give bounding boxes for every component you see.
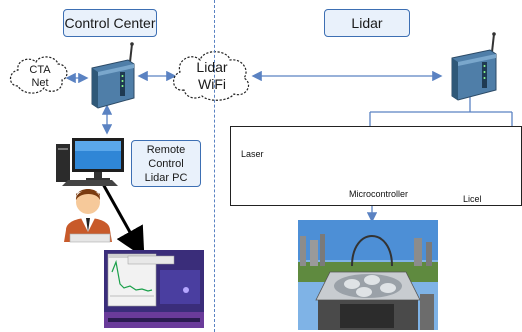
wireless-router-icon xyxy=(451,32,497,101)
section-divider xyxy=(214,0,215,332)
desktop-computer-icon xyxy=(56,138,124,186)
laser-caption: Laser xyxy=(241,149,264,159)
licel-caption: Licel xyxy=(463,194,482,204)
wireless-router-icon xyxy=(91,42,135,109)
lidar-header: Lidar xyxy=(324,9,410,37)
telescope-photo xyxy=(298,220,438,330)
microcontroller-caption: Microcontroller xyxy=(349,189,409,199)
remote-control-pc-label: Remote Control Lidar PC xyxy=(131,140,201,187)
control-center-header: Control Center xyxy=(63,9,157,37)
remote-screen-image xyxy=(104,250,204,328)
cloud-icon xyxy=(173,51,249,101)
cloud-icon xyxy=(9,56,68,94)
lidar-wifi-label: Lidar WiFi xyxy=(196,59,228,92)
remote-view-arrow xyxy=(101,183,145,258)
cta-net-label: CTA Net xyxy=(29,64,51,89)
user-avatar-icon xyxy=(64,189,112,243)
